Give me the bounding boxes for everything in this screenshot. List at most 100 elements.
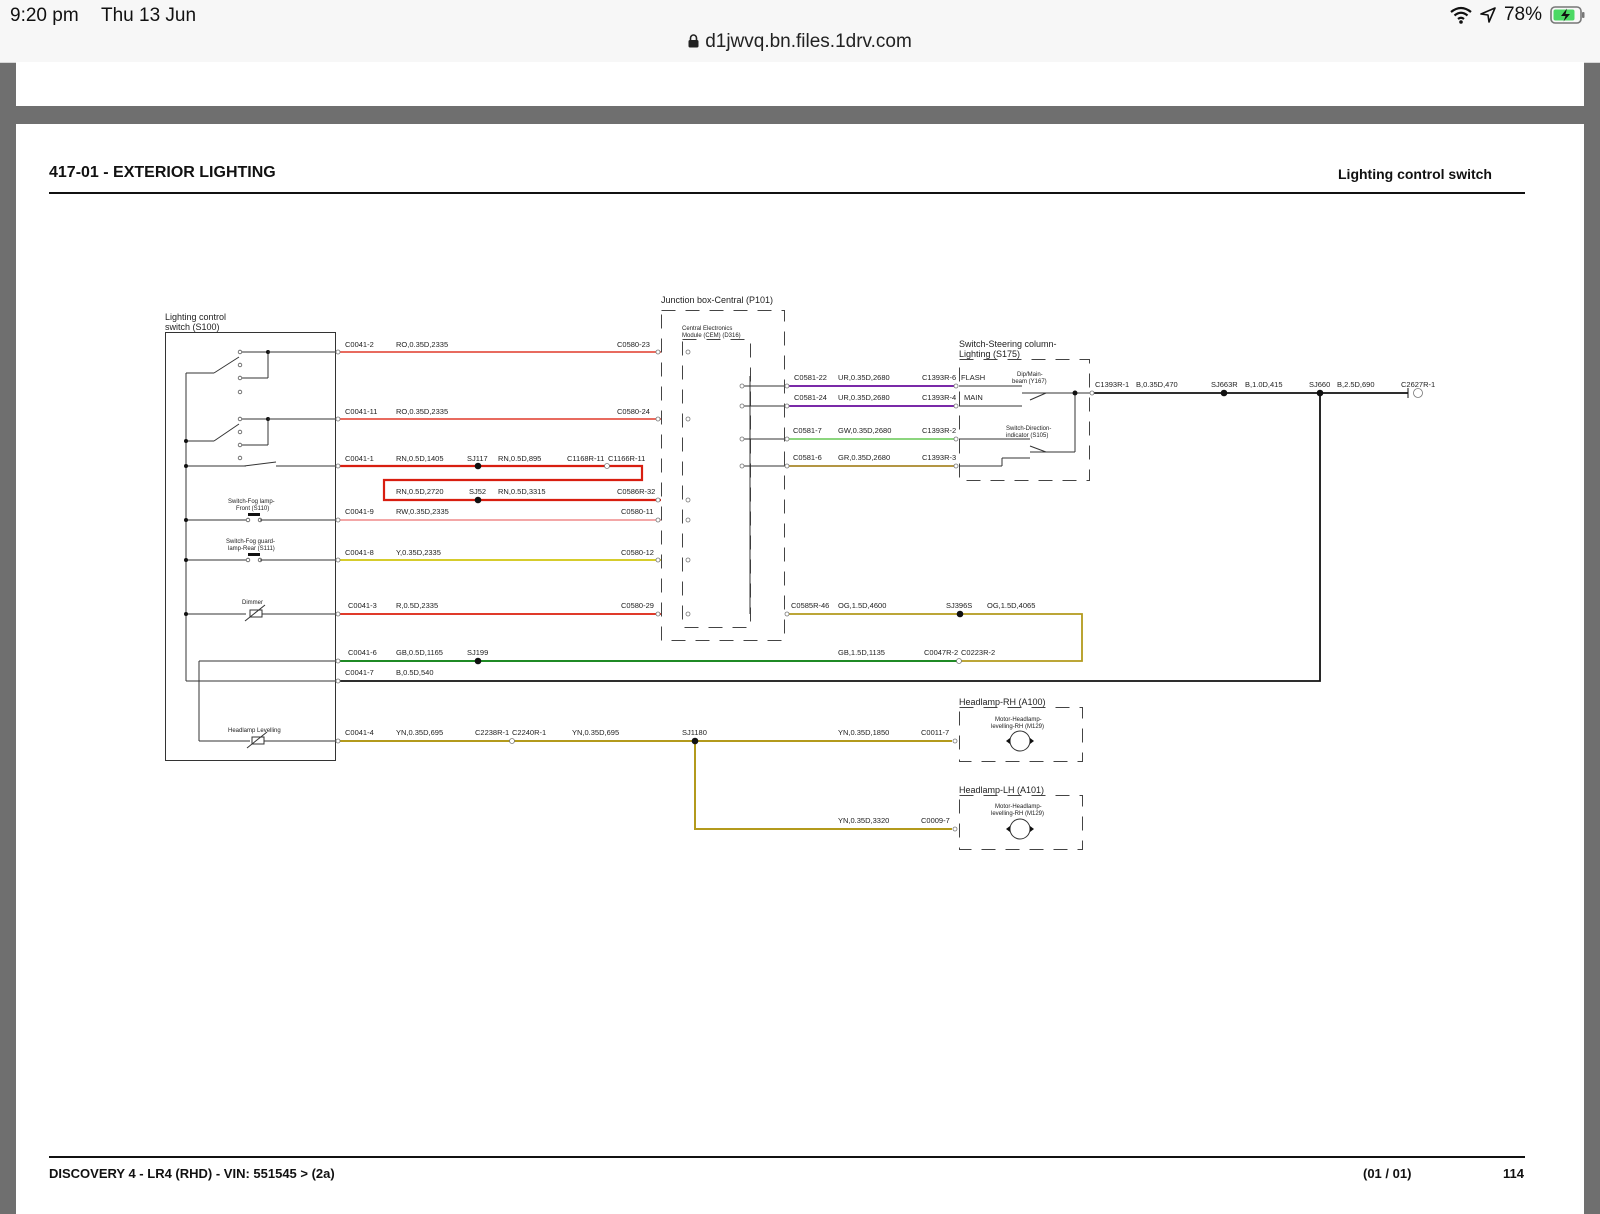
fog-front-label-2: Front (S110) [236,506,269,512]
motor-lh-icon [1009,818,1031,840]
label-w7-f: OG,1.5D,4065 [987,601,1035,610]
label-r4-a: C0581-6 [793,453,822,462]
switch-internals [185,351,336,749]
label-w11-b: C0009-7 [921,816,950,825]
label-g-g: C2627R-1 [1401,380,1435,389]
motor-rh-label-1: Motor-Headlamp- [995,717,1042,723]
label-w8-c: GB,1.5D,1135 [838,648,885,657]
dip-main-label-2: beam (Y167) [1012,379,1047,385]
wire-yn-lh [694,741,952,830]
label-r1-d: FLASH [961,373,985,382]
switch-title-2: switch (S100) [165,322,220,332]
wire-ground-b [340,393,1321,682]
label-w10-b: YN,0.35D,695 [396,728,443,737]
label-w4-d: C0586R-32 [617,487,655,496]
label-r3-b: GW,0.35D,2680 [838,426,891,435]
label-r2-d: MAIN [964,393,983,402]
label-r2-c: C1393R-4 [922,393,956,402]
label-g-f: B,2.5D,690 [1337,380,1375,389]
wires-right [742,376,1408,614]
footer-vehicle: DISCOVERY 4 - LR4 (RHD) - VIN: 551545 > … [49,1166,335,1181]
battery-charging-icon [1550,6,1585,24]
status-indicators: 78% [1450,4,1586,26]
battery-percent: 78% [1503,4,1542,25]
document-page: 417-01 - EXTERIOR LIGHTING Lighting cont… [16,124,1584,1214]
motor-rh-label-2: levelling-RH (M129) [991,724,1044,730]
label-w1-a: C0041-2 [345,340,374,349]
label-w8-e: C0223R-2 [961,648,995,657]
label-w9-a: C0041-7 [345,668,374,677]
cem-title-1: Central Electronics [682,326,732,332]
label-w10-sj: SJ1180 [682,728,707,737]
label-w7-e: OG,1.5D,4600 [838,601,886,610]
label-w3-b: RN,0.5D,1405 [396,454,444,463]
wire-og [786,613,1083,662]
direction-label-2: indicator (S105) [1006,433,1048,439]
label-w10-g: C0011-7 [921,728,949,737]
label-w6-a: C0041-8 [345,548,374,557]
label-w10-e: YN,0.35D,695 [572,728,619,737]
label-w7-b: R,0.5D,2335 [396,601,438,610]
switch-title-1: Lighting control [165,312,226,322]
status-bar: 9:20 pm Thu 13 Jun 78% d1jwvq.bn.files.1… [0,0,1600,63]
label-r4-b: GR,0.35D,2680 [838,453,890,462]
label-w8-sj: SJ199 [467,648,488,657]
label-w10-f: YN,0.35D,1850 [838,728,889,737]
footer-rule [49,1156,1525,1158]
label-g-d: B,1.0D,415 [1245,380,1283,389]
label-w4-c: RN,0.5D,3315 [498,487,546,496]
motor-arrows [1006,738,1034,832]
label-w9-b: B,0.5D,540 [396,668,434,677]
header-rule [49,192,1525,194]
label-w8-d: C0047R-2 [924,648,958,657]
label-w10-a: C0041-4 [345,728,374,737]
label-w7-sj: SJ396S [946,601,972,610]
label-w11-a: YN,0.35D,3320 [838,816,889,825]
switch-output-links [260,351,336,742]
fog-rear-label-1: Switch-Fog guard- [226,539,275,545]
address-bar[interactable]: d1jwvq.bn.files.1drv.com [0,31,1600,53]
footer-page-number: 114 [1503,1166,1524,1181]
wires-left [340,351,1321,830]
label-w3-sj: SJ117 [467,454,488,463]
label-r2-a: C0581-24 [794,393,827,402]
switch-contacts [237,349,263,563]
headlamp-rh-outline [959,707,1083,762]
page-title: Lighting control switch [1338,166,1492,182]
splice-dots [474,389,1324,745]
label-w6-c: C0580-12 [621,548,654,557]
label-w2-c: C0580-24 [617,407,650,416]
junction-box-title: Junction box-Central (P101) [661,295,773,305]
previous-page [16,62,1584,106]
junction-box-outline [661,310,785,641]
label-w5-a: C0041-9 [345,507,374,516]
cem-title-2: Module (CEM) (D316) [682,333,741,339]
switch-dots [184,350,270,616]
headlamp-motors [1009,730,1031,840]
headlamp-lh-title: Headlamp-LH (A101) [959,785,1044,795]
lock-icon [688,34,699,48]
fog-front-label-1: Switch-Fog lamp- [228,499,275,505]
label-g-e: SJ660 [1309,380,1330,389]
label-r1-a: C0581-22 [794,373,827,382]
label-w7-a: C0041-3 [348,601,377,610]
steering-switch-title-1: Switch-Steering column- [959,339,1057,349]
status-time: 9:20 pm [10,5,79,26]
label-g-a: C1393R-1 [1095,380,1129,389]
label-w3-c: RN,0.5D,895 [498,454,541,463]
footer-page-count: (01 / 01) [1363,1166,1412,1181]
motor-lh-label-2: levelling-RH (M129) [991,811,1044,817]
label-r2-b: UR,0.35D,2680 [838,393,890,402]
location-arrow-icon [1480,7,1496,23]
status-date: Thu 13 Jun [101,5,197,26]
fog-rear-label-2: lamp-Rear (S111) [228,546,275,552]
wifi-icon [1450,6,1472,24]
motor-lh-label-1: Motor-Headlamp- [995,804,1042,810]
label-r3-c: C1393R-2 [922,426,956,435]
cem-outline [682,339,751,628]
label-w4-sj: SJ52 [469,487,486,496]
label-w3-e: C1166R-11 [608,454,645,463]
headlamp-rh-title: Headlamp-RH (A100) [959,697,1046,707]
label-w7-d: C0585R-46 [791,601,829,610]
